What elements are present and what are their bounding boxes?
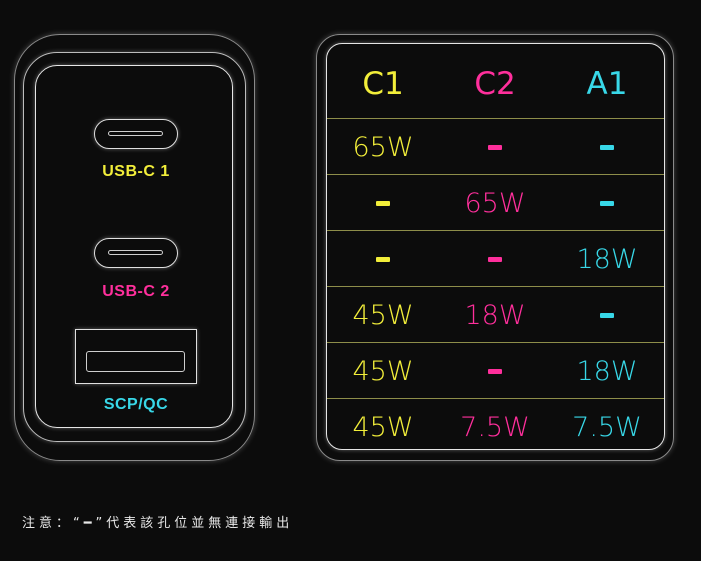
usb-a-label: SCP/QC (103, 396, 169, 413)
cell-a1 (551, 175, 663, 231)
usb-c-2-port-icon (94, 238, 178, 268)
no-output-dash-icon (376, 200, 390, 206)
no-output-dash-icon (600, 312, 614, 318)
row-divider (327, 174, 664, 175)
table-row: 45W 7.5W 7.5W (327, 399, 664, 455)
table-row: 65W (327, 175, 664, 231)
wattage-value: 45W (352, 355, 414, 387)
table-row: 45W 18W (327, 287, 664, 343)
power-table-header: C1 C2 A1 (327, 58, 664, 110)
wattage-value: 45W (352, 299, 414, 331)
wattage-value: 45W (352, 411, 414, 443)
cell-a1 (551, 119, 663, 175)
cell-a1: 18W (551, 343, 663, 399)
usb-c-1-slot (108, 131, 163, 136)
cell-c2 (439, 231, 551, 287)
no-output-dash-icon (488, 368, 502, 374)
cell-c1: 45W (327, 343, 439, 399)
cell-c1: 45W (327, 399, 439, 455)
usb-c-1-port-icon (94, 119, 178, 149)
cell-c2 (439, 119, 551, 175)
wattage-value: 7.5W (460, 411, 530, 443)
row-divider (327, 118, 664, 119)
table-row: 45W 18W (327, 343, 664, 399)
cell-c1: 45W (327, 287, 439, 343)
usb-c-1-label: USB-C 1 (102, 163, 170, 180)
charger-outline-outer (14, 34, 255, 461)
table-row: 65W (327, 119, 664, 175)
wattage-value: 18W (576, 355, 638, 387)
cell-a1: 18W (551, 231, 663, 287)
wattage-value: 18W (464, 299, 526, 331)
row-divider (327, 342, 664, 343)
power-table-frame (326, 43, 665, 450)
cell-c2: 7.5W (439, 399, 551, 455)
wattage-value: 65W (464, 187, 526, 219)
charger-outline-middle (23, 52, 246, 442)
wattage-value: 18W (576, 243, 638, 275)
row-divider (327, 398, 664, 399)
usb-c-2-slot (108, 250, 163, 255)
usb-a-port-icon (75, 329, 197, 384)
power-table-frame-outer (316, 34, 674, 461)
cell-c2: 18W (439, 287, 551, 343)
legend-note: 注意：“━”代表該孔位並無連接輸出 (22, 516, 294, 531)
no-output-dash-icon (600, 200, 614, 206)
no-output-dash-icon (376, 256, 390, 262)
cell-c2: 65W (439, 175, 551, 231)
no-output-dash-icon (600, 144, 614, 150)
cell-a1 (551, 287, 663, 343)
charger-face (35, 65, 233, 428)
no-output-dash-icon (488, 256, 502, 262)
usb-a-slot (86, 351, 185, 372)
cell-c1: 65W (327, 119, 439, 175)
cell-c2 (439, 343, 551, 399)
no-output-dash-icon (488, 144, 502, 150)
row-divider (327, 230, 664, 231)
cell-c1 (327, 175, 439, 231)
header-c2: C2 (474, 66, 516, 102)
cell-a1: 7.5W (551, 399, 663, 455)
wattage-value: 65W (352, 131, 414, 163)
usb-c-2-label: USB-C 2 (102, 283, 170, 300)
cell-c1 (327, 231, 439, 287)
wattage-value: 7.5W (572, 411, 642, 443)
header-c1: C1 (362, 66, 404, 102)
table-row: 18W (327, 231, 664, 287)
header-a1: A1 (586, 66, 628, 102)
row-divider (327, 286, 664, 287)
